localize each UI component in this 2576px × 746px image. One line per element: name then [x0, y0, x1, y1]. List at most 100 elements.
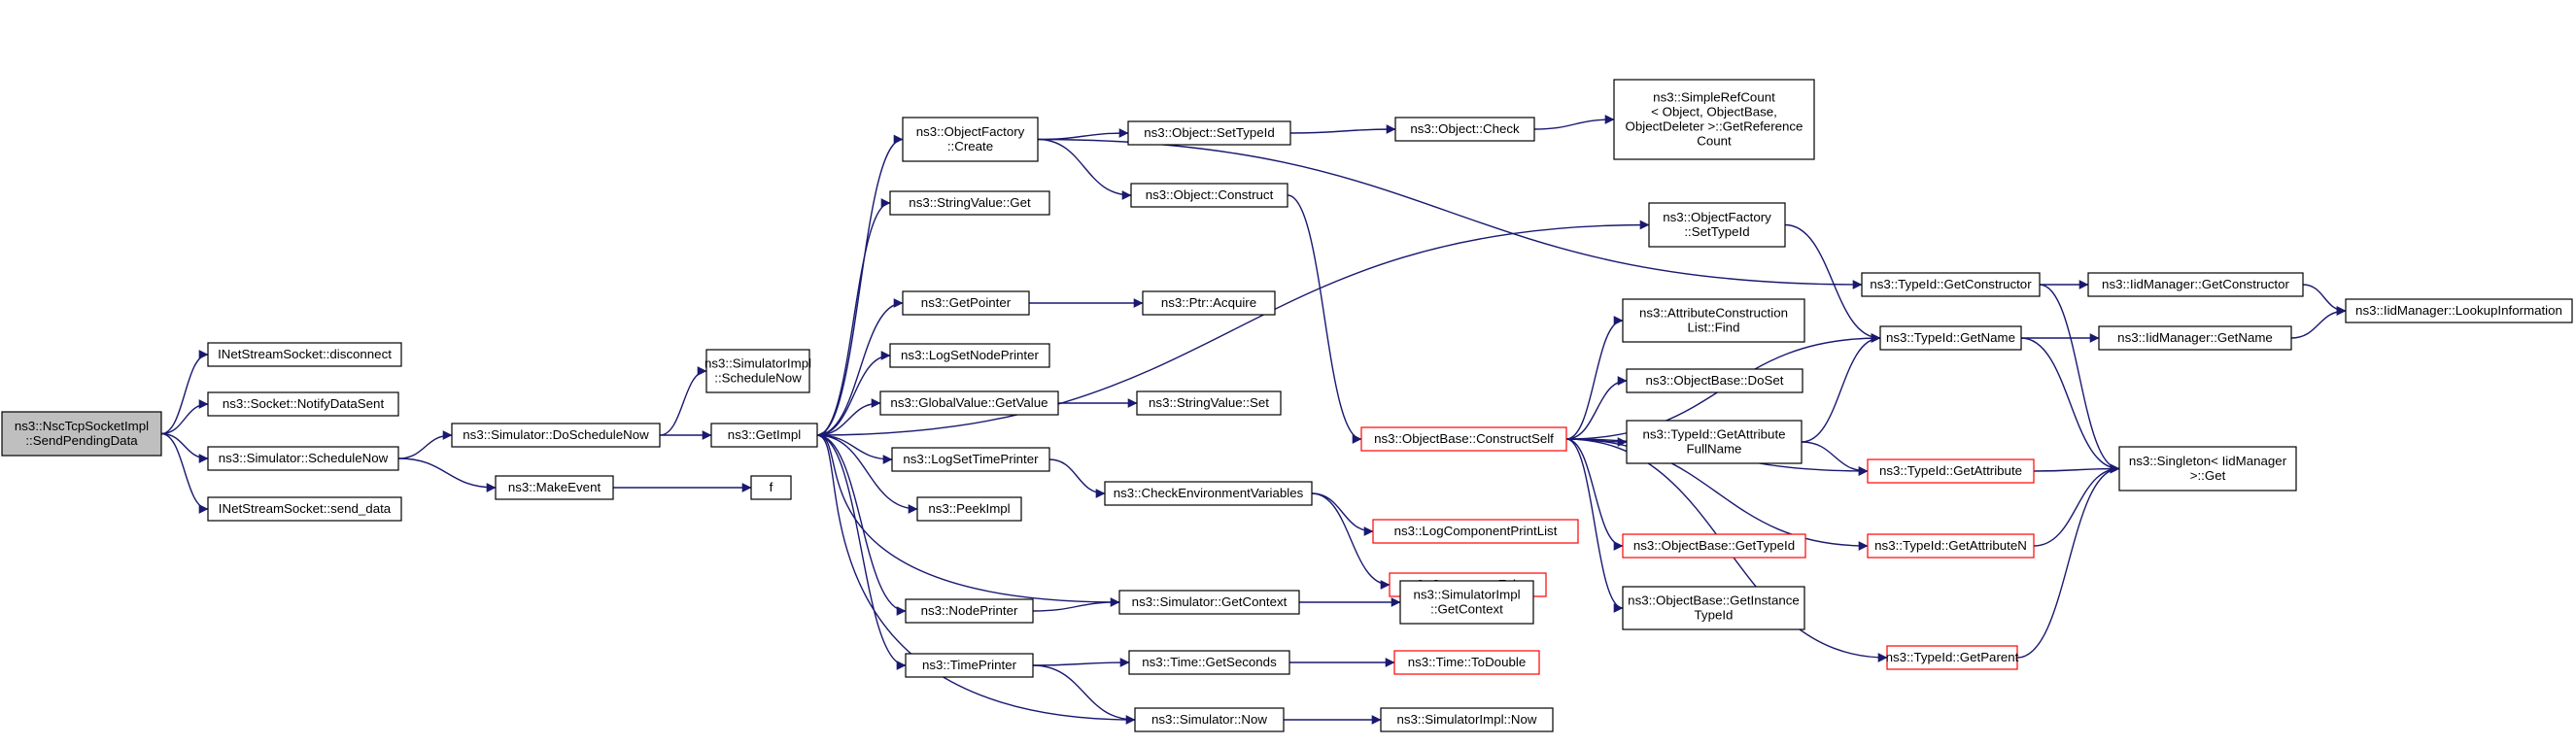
- node-label: ::SendPendingData: [25, 433, 138, 448]
- node-gvget[interactable]: ns3::GlobalValue::GetValue: [879, 390, 1059, 416]
- call-edge-getimpl-to-ofsettypeid: [816, 220, 1650, 436]
- node-tidgetparent[interactable]: ns3::TypeId::GetParent: [1886, 645, 2019, 670]
- node-constructself[interactable]: ns3::ObjectBase::ConstructSelf: [1360, 426, 1567, 452]
- function-nodes: ns3::NscTcpSocketImpl::SendPendingDataIN…: [1, 79, 2573, 732]
- node-box: [710, 423, 818, 448]
- node-label: ObjectDeleter >::GetReference: [1626, 119, 1803, 134]
- node-getimpl[interactable]: ns3::GetImpl: [710, 423, 818, 448]
- node-f[interactable]: f: [750, 475, 792, 500]
- node-simimplgetctx[interactable]: ns3::SimulatorImpl::GetContext: [1399, 580, 1534, 625]
- node-timetodouble[interactable]: ns3::Time::ToDouble: [1393, 650, 1540, 675]
- node-strget[interactable]: ns3::StringValue::Get: [889, 190, 1050, 216]
- call-edge-getimpl-to-timeprinter: [816, 434, 907, 670]
- node-box: [1613, 79, 1815, 160]
- call-edge-iidgetconstr-to-iidlookup: [2302, 284, 2347, 316]
- node-ofsettypeid[interactable]: ns3::ObjectFactory::SetTypeId: [1648, 202, 1786, 248]
- node-box: [905, 598, 1034, 624]
- call-edge-getimpl-to-getpointer: [816, 298, 904, 436]
- node-box: [1867, 458, 2035, 484]
- node-singleton[interactable]: ns3::Singleton< IidManager>::Get: [2118, 446, 2297, 492]
- node-label: ns3::TypeId::GetName: [1886, 330, 2015, 345]
- call-edge-constructself-to-attrconstr: [1565, 316, 1624, 440]
- call-edge-doschednow-to-simimplsched: [659, 366, 707, 436]
- node-simnow[interactable]: ns3::Simulator::Now: [1134, 707, 1285, 732]
- node-nodeprinter[interactable]: ns3::NodePrinter: [905, 598, 1034, 624]
- node-simimplsched[interactable]: ns3::SimulatorImpl::ScheduleNow: [704, 349, 811, 393]
- node-doschednow[interactable]: ns3::Simulator::DoScheduleNow: [451, 423, 661, 448]
- node-box: [916, 496, 1022, 522]
- node-logsettime[interactable]: ns3::LogSetTimePrinter: [891, 447, 1050, 472]
- node-iidgetconstr[interactable]: ns3::IidManager::GetConstructor: [2087, 272, 2304, 297]
- node-tidgetattrn[interactable]: ns3::TypeId::GetAttributeN: [1867, 533, 2035, 559]
- node-timeprinter[interactable]: ns3::TimePrinter: [905, 653, 1034, 678]
- node-box: [891, 447, 1050, 472]
- node-tidgetname[interactable]: ns3::TypeId::GetName: [1879, 325, 2022, 351]
- call-edge-objsettypeid-to-objcheck: [1289, 124, 1396, 134]
- node-obdoset[interactable]: ns3::ObjectBase::DoSet: [1626, 368, 1803, 393]
- node-box: [1136, 390, 1282, 416]
- node-box: [1399, 580, 1534, 625]
- node-strset[interactable]: ns3::StringValue::Set: [1136, 390, 1282, 416]
- node-label: ns3::TypeId::GetConstructor: [1870, 277, 2032, 291]
- call-edge-getimpl-to-logsetnode: [816, 351, 891, 436]
- node-box: [902, 290, 1030, 316]
- node-label: ns3::TypeId::GetParent: [1886, 650, 2019, 664]
- node-schednow[interactable]: ns3::Simulator::ScheduleNow: [207, 446, 399, 471]
- node-iidlookup[interactable]: ns3::IidManager::LookupInformation: [2345, 298, 2573, 323]
- node-logsetnode[interactable]: ns3::LogSetNodePrinter: [889, 343, 1050, 368]
- call-edge-ofcreate-to-objconstruct: [1037, 138, 1132, 200]
- node-getpointer[interactable]: ns3::GetPointer: [902, 290, 1030, 316]
- node-ofcreate[interactable]: ns3::ObjectFactory::Create: [902, 117, 1039, 162]
- node-makeevent[interactable]: ns3::MakeEvent: [495, 475, 614, 500]
- node-label: ns3::IidManager::GetConstructor: [2102, 277, 2289, 291]
- node-simpleref[interactable]: ns3::SimpleRefCount< Object, ObjectBase,…: [1613, 79, 1815, 160]
- node-label: ns3::LogSetNodePrinter: [901, 348, 1039, 362]
- node-objcheck[interactable]: ns3::Object::Check: [1394, 117, 1535, 142]
- node-simimplnow[interactable]: ns3::SimulatorImpl::Now: [1380, 707, 1554, 732]
- node-box: [207, 391, 399, 417]
- node-ptracquire[interactable]: ns3::Ptr::Acquire: [1142, 290, 1276, 316]
- node-label: ns3::PeekImpl: [928, 501, 1010, 516]
- node-box: [879, 390, 1059, 416]
- node-tidgetconstr[interactable]: ns3::TypeId::GetConstructor: [1861, 272, 2041, 297]
- node-box: [1622, 533, 1806, 559]
- node-label: ns3::IidManager::GetName: [2117, 330, 2273, 345]
- node-obgettypeid[interactable]: ns3::ObjectBase::GetTypeId: [1622, 533, 1806, 559]
- call-edge-constructself-to-tidgetattrn: [1565, 438, 1869, 551]
- node-box: [2087, 272, 2304, 297]
- node-inetsend[interactable]: INetStreamSocket::send_data: [207, 496, 402, 522]
- call-edge-tidgetattr-to-singleton: [2033, 463, 2120, 474]
- node-box: [1622, 586, 1805, 630]
- node-notify[interactable]: ns3::Socket::NotifyDataSent: [207, 391, 399, 417]
- node-simgetctx[interactable]: ns3::Simulator::GetContext: [1118, 590, 1300, 615]
- node-box: [1626, 368, 1803, 393]
- node-inetdisc[interactable]: INetStreamSocket::disconnect: [207, 342, 402, 367]
- node-logcomplist[interactable]: ns3::LogComponentPrintList: [1372, 519, 1579, 544]
- call-edge-getimpl-to-nodeprinter: [816, 434, 907, 616]
- node-label: ns3::Object::SetTypeId: [1144, 125, 1275, 140]
- node-timegetsec[interactable]: ns3::Time::GetSeconds: [1128, 650, 1290, 675]
- node-root[interactable]: ns3::NscTcpSocketImpl::SendPendingData: [1, 411, 162, 457]
- node-label: ns3::TypeId::GetAttribute: [1642, 427, 1785, 442]
- node-box: [902, 117, 1039, 162]
- node-objsettypeid[interactable]: ns3::Object::SetTypeId: [1127, 120, 1291, 146]
- node-peekimpl[interactable]: ns3::PeekImpl: [916, 496, 1022, 522]
- node-box: [1648, 202, 1786, 248]
- node-box: [1380, 707, 1554, 732]
- call-edge-root-to-schednow: [160, 432, 209, 463]
- node-checkenv[interactable]: ns3::CheckEnvironmentVariables: [1104, 481, 1313, 506]
- node-objconstruct[interactable]: ns3::Object::Construct: [1130, 183, 1288, 208]
- node-tidgetattr[interactable]: ns3::TypeId::GetAttribute: [1867, 458, 2035, 484]
- node-box: [1861, 272, 2041, 297]
- node-box: [1142, 290, 1276, 316]
- node-iidgetname[interactable]: ns3::IidManager::GetName: [2098, 325, 2292, 351]
- call-edge-root-to-inetdisc: [160, 350, 209, 435]
- call-edge-schednow-to-makeevent: [397, 458, 497, 492]
- node-box: [705, 349, 810, 393]
- node-label: TypeId: [1695, 608, 1734, 623]
- call-edge-root-to-notify: [160, 399, 209, 435]
- node-box: [1393, 650, 1540, 675]
